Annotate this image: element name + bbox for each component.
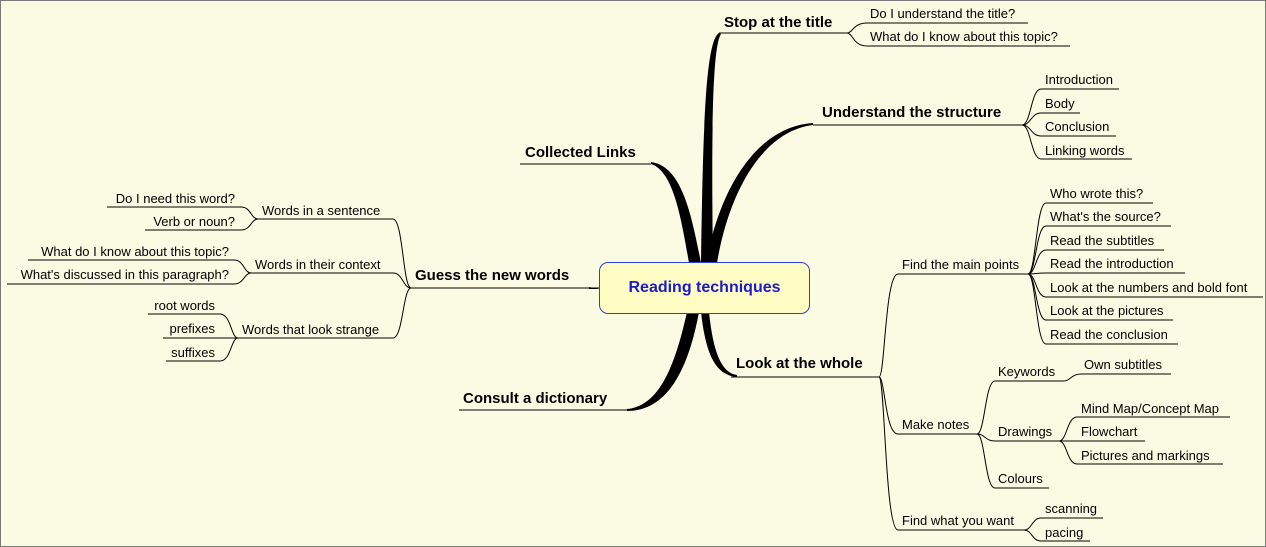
leaf-numbers-bold[interactable]: Look at the numbers and bold font [1050,280,1248,295]
subtopic-keywords[interactable]: Keywords [998,364,1056,379]
subtopic-words-sentence[interactable]: Words in a sentence [262,203,381,218]
leaf-read-conclusion[interactable]: Read the conclusion [1050,327,1168,342]
topic-collected-links[interactable]: Collected Links [525,144,636,161]
subtopic-words-strange[interactable]: Words that look strange [242,322,380,337]
subtopic-find-what-you-want[interactable]: Find what you want [902,513,1015,528]
underlines [7,22,1263,542]
subtopic-body[interactable]: Body [1045,96,1075,111]
leaf-look-pictures[interactable]: Look at the pictures [1050,303,1164,318]
leaf-prefixes[interactable]: prefixes [169,321,215,336]
leaf-pictures-markings[interactable]: Pictures and markings [1081,448,1210,463]
leaf-pacing[interactable]: pacing [1045,525,1084,540]
subtopic-colours[interactable]: Colours [998,471,1043,486]
leaf-suffixes[interactable]: suffixes [171,345,215,360]
leaf-read-introduction[interactable]: Read the introduction [1050,256,1174,271]
subtopic-know-topic[interactable]: What do I know about this topic? [870,29,1058,44]
subtopic-make-notes[interactable]: Make notes [902,417,970,432]
leaf-flowchart[interactable]: Flowchart [1081,424,1138,439]
leaf-verb-noun[interactable]: Verb or noun? [153,214,235,229]
leaf-know-topic[interactable]: What do I know about this topic? [41,244,229,259]
subtopic-drawings[interactable]: Drawings [998,424,1053,439]
leaf-root-words[interactable]: root words [154,298,215,313]
topic-look-at-whole[interactable]: Look at the whole [736,355,863,372]
leaf-own-subtitles[interactable]: Own subtitles [1084,357,1163,372]
central-topic[interactable]: Reading techniques [599,262,810,314]
subtopic-words-context[interactable]: Words in their context [255,257,381,272]
leaf-read-subtitles[interactable]: Read the subtitles [1050,233,1155,248]
leaf-mind-map[interactable]: Mind Map/Concept Map [1081,401,1220,416]
leaf-who-wrote[interactable]: Who wrote this? [1050,186,1144,201]
subtopic-find-main-points[interactable]: Find the main points [902,257,1020,272]
topic-stop-at-title[interactable]: Stop at the title [724,14,833,31]
subtopic-linking-words[interactable]: Linking words [1045,143,1125,158]
topic-consult-dictionary[interactable]: Consult a dictionary [463,390,608,407]
leaf-source[interactable]: What's the source? [1050,209,1161,224]
leaf-discussed-paragraph[interactable]: What's discussed in this paragraph? [20,267,229,282]
subtopic-conclusion[interactable]: Conclusion [1045,119,1110,134]
leaf-need-word[interactable]: Do I need this word? [115,191,235,206]
leaf-scanning[interactable]: scanning [1045,501,1098,516]
topic-guess-new-words[interactable]: Guess the new words [415,267,570,284]
subtopic-understand-title[interactable]: Do I understand the title? [870,6,1016,21]
topic-understand-structure[interactable]: Understand the structure [822,104,1002,121]
subtopic-introduction[interactable]: Introduction [1045,72,1113,87]
